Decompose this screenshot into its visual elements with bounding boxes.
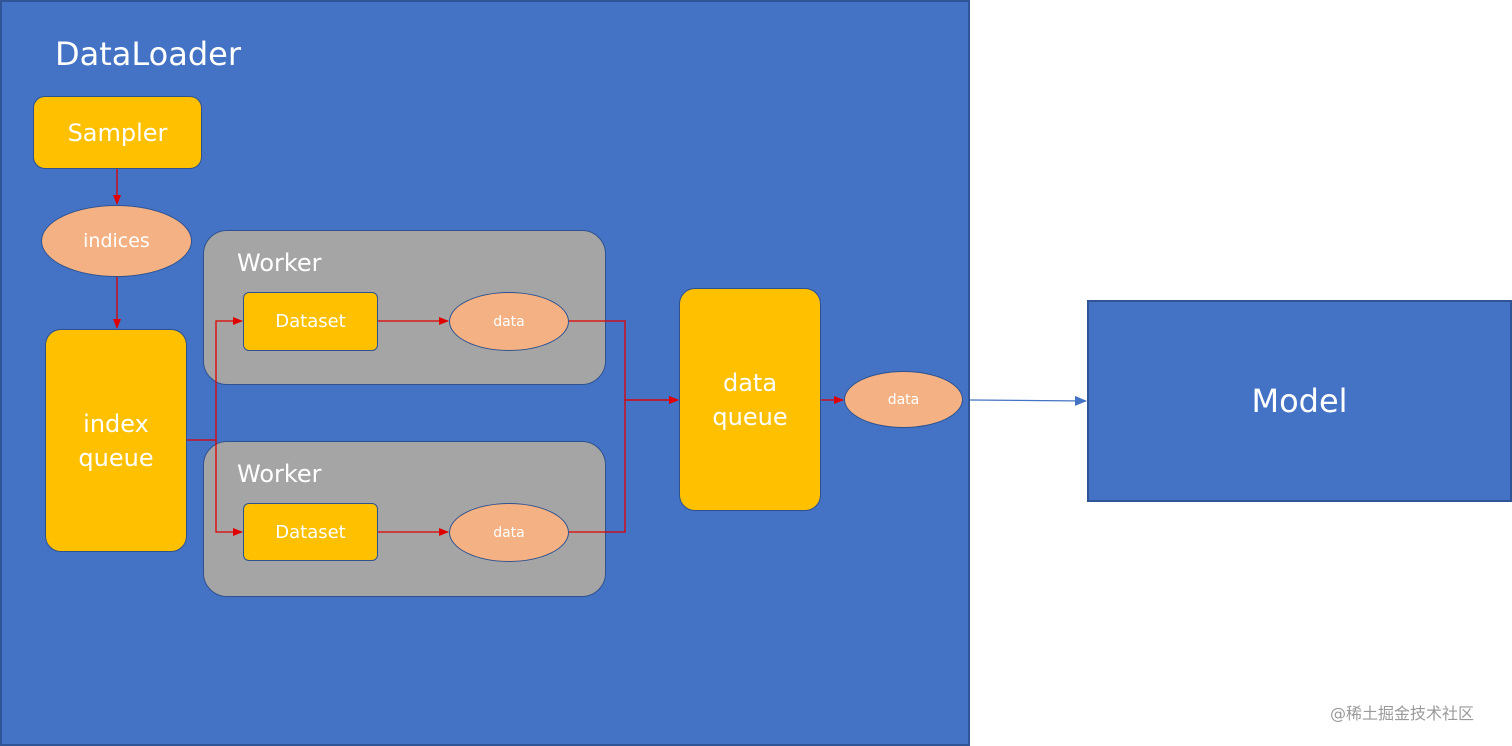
worker-1-data-ellipse: data	[449, 292, 569, 351]
index-queue-box: index queue	[45, 329, 187, 552]
model-box: Model	[1087, 300, 1512, 502]
output-data-to-model-arrow	[969, 395, 1087, 406]
output-data-ellipse: data	[844, 371, 963, 428]
sampler-box: Sampler	[33, 96, 202, 169]
dataloader-title: DataLoader	[55, 35, 242, 73]
indices-ellipse: indices	[41, 205, 192, 277]
worker-2-dataset-box: Dataset	[243, 503, 378, 561]
data-queue-box: data queue	[679, 288, 821, 511]
watermark-text: @稀土掘金技术社区	[1330, 704, 1475, 723]
worker-2-data-ellipse: data	[449, 503, 569, 562]
worker-2-label: Worker	[237, 460, 322, 488]
worker-1-label: Worker	[237, 249, 322, 277]
worker-1-dataset-box: Dataset	[243, 292, 378, 351]
